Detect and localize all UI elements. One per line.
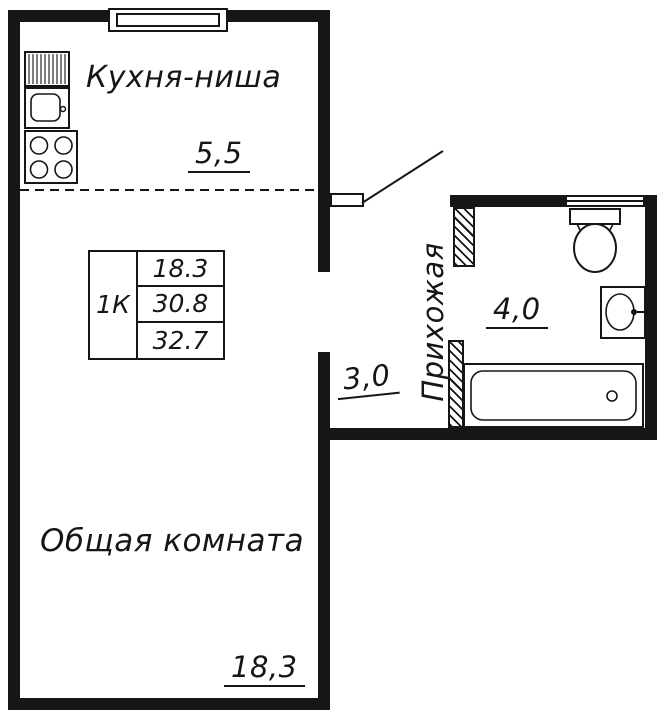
- door-swing-icon: [361, 150, 444, 204]
- window-icon: [108, 8, 228, 32]
- table-value-area: 30.8: [138, 287, 223, 323]
- kitchen-area-number: 5,5: [188, 136, 250, 173]
- wall-bath-top: [450, 195, 567, 207]
- washbasin-icon: [600, 286, 646, 339]
- wall-right-lower: [318, 352, 330, 710]
- hallway-area-number: 3,0: [334, 356, 400, 401]
- apartment-info-table: 1К 18.3 30.8 32.7: [88, 250, 225, 360]
- wall-top-right: [228, 10, 330, 22]
- kitchen-sink-icon: [24, 87, 70, 129]
- wall-bath-right: [645, 195, 657, 440]
- dish-rack-icon: [24, 51, 70, 87]
- bathroom-area-value: 4,0: [486, 292, 548, 329]
- living-area-value: 18,3: [224, 650, 305, 687]
- wall-bottom: [8, 698, 330, 710]
- stove-icon: [24, 130, 78, 184]
- hallway-area-value: 3,0: [334, 356, 400, 401]
- wall-top-left: [8, 10, 108, 22]
- living-area-number: 18,3: [224, 650, 305, 687]
- bath-window-icon: [567, 195, 643, 207]
- wall-right-upper: [318, 10, 330, 272]
- door-jamb: [330, 193, 364, 207]
- table-value-total: 32.7: [152, 325, 209, 355]
- bathtub-icon: [463, 363, 644, 428]
- kitchen-zone-dashed-line: [20, 189, 318, 191]
- window-pane: [116, 13, 220, 27]
- bath-window-pane: [567, 200, 643, 202]
- living-room-label: Общая комната: [40, 523, 305, 559]
- kitchen-label: Кухня-ниша: [86, 60, 282, 95]
- partition-bath-upper: [453, 207, 475, 267]
- wall-hall-bottom: [330, 428, 657, 440]
- wall-left: [8, 10, 20, 710]
- kitchen-area-value: 5,5: [188, 136, 250, 173]
- table-value-living: 18.3: [138, 252, 223, 288]
- bathroom-area-number: 4,0: [486, 292, 548, 329]
- apartment-type-cell: 1К: [90, 252, 138, 358]
- hallway-label: Прихожая: [416, 242, 450, 402]
- toilet-icon: [569, 208, 621, 273]
